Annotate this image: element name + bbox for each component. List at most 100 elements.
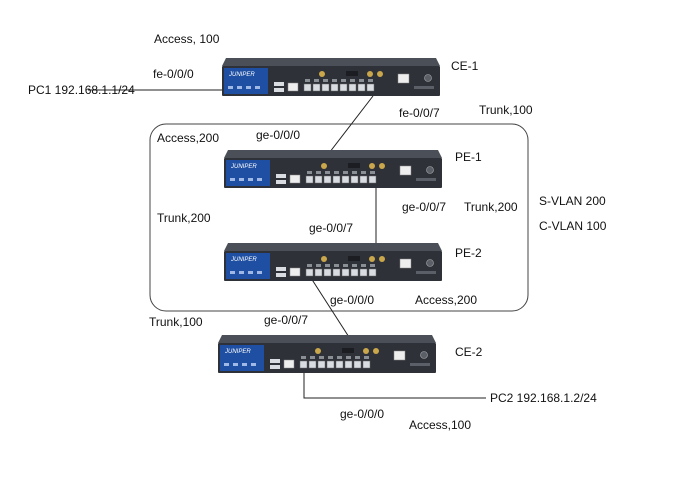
ethernet-port (332, 268, 341, 277)
chassis-top (224, 243, 442, 251)
ethernet-port (317, 360, 326, 369)
label-pe1-ge000: ge-0/0/0 (256, 128, 300, 142)
connector (367, 71, 373, 77)
connector (363, 348, 369, 354)
port-led (316, 171, 321, 174)
label-cvlan: C-VLAN 100 (539, 219, 607, 233)
ethernet-port (335, 360, 344, 369)
ethernet-port (353, 360, 362, 369)
console-port (289, 267, 301, 277)
ethernet-port (323, 268, 332, 277)
label-ce1-access: Access, 100 (154, 32, 220, 46)
connector (315, 348, 321, 354)
status-led (248, 271, 253, 274)
connector (369, 256, 375, 262)
chassis-top (218, 335, 436, 343)
label-ce1-fe000: fe-0/0/0 (153, 67, 194, 81)
ethernet-port (350, 175, 359, 184)
status-led (237, 86, 242, 89)
status-led (228, 86, 233, 89)
ethernet-port (362, 360, 371, 369)
label-pe1-trunk: Trunk,200 (464, 200, 518, 214)
router-pe1[interactable]: JUNIPER (224, 150, 442, 188)
port-led (316, 264, 321, 267)
port-led (323, 79, 328, 82)
port-led (332, 79, 337, 82)
ethernet-port (332, 175, 341, 184)
port-led (368, 79, 373, 82)
label-ce2-ge007: ge-0/0/7 (264, 313, 308, 327)
label-pe1-ge007: ge-0/0/7 (402, 200, 446, 214)
label-pe2-trunk: Trunk,200 (157, 211, 211, 225)
ethernet-port (321, 83, 330, 92)
management-port (399, 165, 412, 176)
port-led (352, 171, 357, 174)
connector (369, 163, 375, 169)
device-label-pe2: PE-2 (455, 246, 482, 260)
chassis-top (224, 150, 442, 158)
connector (373, 348, 379, 354)
vent (414, 86, 434, 89)
label-svlan: S-VLAN 200 (539, 194, 606, 208)
router-ce1[interactable]: JUNIPER (222, 58, 440, 96)
port-led (334, 171, 339, 174)
port-led (328, 356, 333, 359)
status-led (230, 271, 235, 274)
ethernet-port (303, 83, 312, 92)
expansion-slot (348, 256, 360, 261)
ethernet-port (350, 268, 359, 277)
console-port (283, 359, 295, 369)
usb-port (270, 365, 280, 369)
status-led (233, 363, 238, 366)
port-led (361, 171, 366, 174)
device-label-ce2: CE-2 (455, 345, 483, 359)
port-led (361, 264, 366, 267)
port-led (305, 79, 310, 82)
management-port (393, 350, 406, 361)
router-ce2[interactable]: JUNIPER (218, 335, 436, 373)
ethernet-port (359, 175, 368, 184)
router-pe2[interactable]: JUNIPER (224, 243, 442, 281)
connector (379, 163, 385, 169)
port-led (307, 264, 312, 267)
power-button (424, 74, 432, 82)
link-ce2-pc2 (303, 370, 486, 399)
ethernet-port (339, 83, 348, 92)
usb-port (276, 180, 286, 184)
brand-logo: JUNIPER (230, 257, 257, 263)
port-led (370, 264, 375, 267)
ethernet-port (344, 360, 353, 369)
port-led (325, 171, 330, 174)
ethernet-port (368, 268, 377, 277)
management-port (399, 258, 412, 269)
expansion-slot (342, 348, 354, 353)
brand-logo: JUNIPER (228, 72, 255, 78)
port-led (307, 171, 312, 174)
usb-port (276, 174, 286, 178)
ethernet-port (366, 83, 375, 92)
port-led (341, 79, 346, 82)
usb-port (276, 267, 286, 271)
device-label-ce1: CE-1 (451, 59, 479, 73)
brand-logo: JUNIPER (224, 349, 251, 355)
label-pe2-ge007: ge-0/0/7 (309, 221, 353, 235)
port-led (364, 356, 369, 359)
ethernet-port (341, 175, 350, 184)
ethernet-port (357, 83, 366, 92)
port-led (350, 79, 355, 82)
status-led (251, 363, 256, 366)
port-led (301, 356, 306, 359)
ethernet-port (314, 175, 323, 184)
label-ce1-trunk: Trunk,100 (479, 103, 533, 117)
status-led (257, 271, 262, 274)
vent (416, 178, 436, 181)
provider-network-boundary (149, 123, 529, 312)
ethernet-port (326, 360, 335, 369)
front-panel (220, 345, 264, 371)
connector (321, 163, 327, 169)
port-led (346, 356, 351, 359)
status-led (224, 363, 229, 366)
usb-port (274, 88, 284, 92)
status-led (242, 363, 247, 366)
connector (377, 71, 383, 77)
